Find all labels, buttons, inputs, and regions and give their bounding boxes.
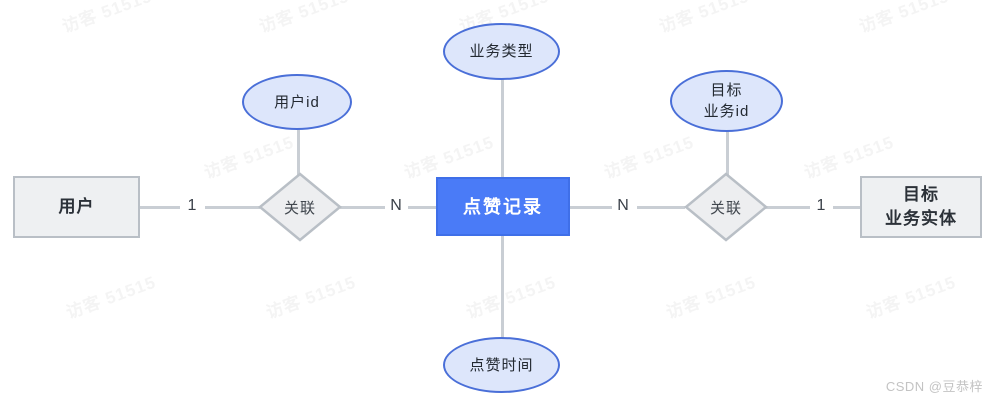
attribute-target-business-id[interactable]: 目标 业务id <box>670 70 783 132</box>
watermark: 访客 51515 <box>63 272 159 323</box>
connector-attr-user-id <box>297 128 300 180</box>
attribute-like-time[interactable]: 点赞时间 <box>443 337 560 393</box>
connector-user-to-cardinality <box>140 206 180 209</box>
watermark: 访客 51515 <box>256 0 352 37</box>
watermark: 访客 51515 <box>463 272 559 323</box>
diamond-shape-icon <box>258 172 342 242</box>
watermark: 访客 51515 <box>863 272 959 323</box>
watermark: 访客 51515 <box>601 132 697 183</box>
attribute-target-business-id-label-line1: 目标 <box>710 82 743 99</box>
attribute-target-business-id-label-line2: 业务id <box>703 103 750 120</box>
attribute-business-type[interactable]: 业务类型 <box>443 23 560 80</box>
cardinality-rel-right-to-target: 1 <box>816 197 826 214</box>
entity-target-business[interactable]: 目标 业务实体 <box>860 176 982 238</box>
connector-rel-right-to-cardinality <box>765 206 810 209</box>
attribute-user-id[interactable]: 用户id <box>242 74 352 130</box>
watermark: 访客 51515 <box>663 272 759 323</box>
cardinality-record-to-rel-right: N <box>617 197 629 214</box>
watermark: 访客 51515 <box>656 0 752 37</box>
relationship-right-label: 关联 <box>709 199 742 217</box>
connector-cardinality-to-record-left <box>408 206 436 209</box>
connector-record-to-cardinality-right <box>570 206 612 209</box>
connector-rel-left-to-cardinality <box>340 206 385 209</box>
connector-attr-business-type <box>501 78 504 178</box>
relationship-left-label: 关联 <box>283 199 316 217</box>
cardinality-rel-left-to-record: N <box>390 197 402 214</box>
attribute-like-time-label: 点赞时间 <box>469 356 534 374</box>
watermark: 访客 51515 <box>263 272 359 323</box>
connector-cardinality-to-rel-left <box>205 206 260 209</box>
watermark: 访客 51515 <box>59 0 155 37</box>
credit-watermark: CSDN @豆恭梓 <box>885 379 983 394</box>
entity-user[interactable]: 用户 <box>13 176 140 238</box>
attribute-user-id-label: 用户id <box>274 93 320 111</box>
cardinality-user-to-rel-left: 1 <box>187 197 197 214</box>
connector-attr-target-business-id <box>726 130 729 180</box>
entity-target-business-label-line2: 业务实体 <box>885 209 957 228</box>
entity-user-label: 用户 <box>58 197 95 216</box>
entity-like-record[interactable]: 点赞记录 <box>436 177 570 236</box>
connector-cardinality-to-rel-right <box>637 206 685 209</box>
entity-target-business-label-line1: 目标 <box>903 185 939 204</box>
watermark: 访客 51515 <box>856 0 952 37</box>
entity-like-record-label: 点赞记录 <box>463 196 543 217</box>
connector-attr-like-time <box>501 236 504 338</box>
attribute-business-type-label: 业务类型 <box>469 43 534 60</box>
relationship-left[interactable]: 关联 <box>258 172 342 242</box>
relationship-right[interactable]: 关联 <box>684 172 768 242</box>
watermark: 访客 51515 <box>401 132 497 183</box>
diamond-shape-icon <box>684 172 768 242</box>
connector-cardinality-to-target <box>833 206 860 209</box>
